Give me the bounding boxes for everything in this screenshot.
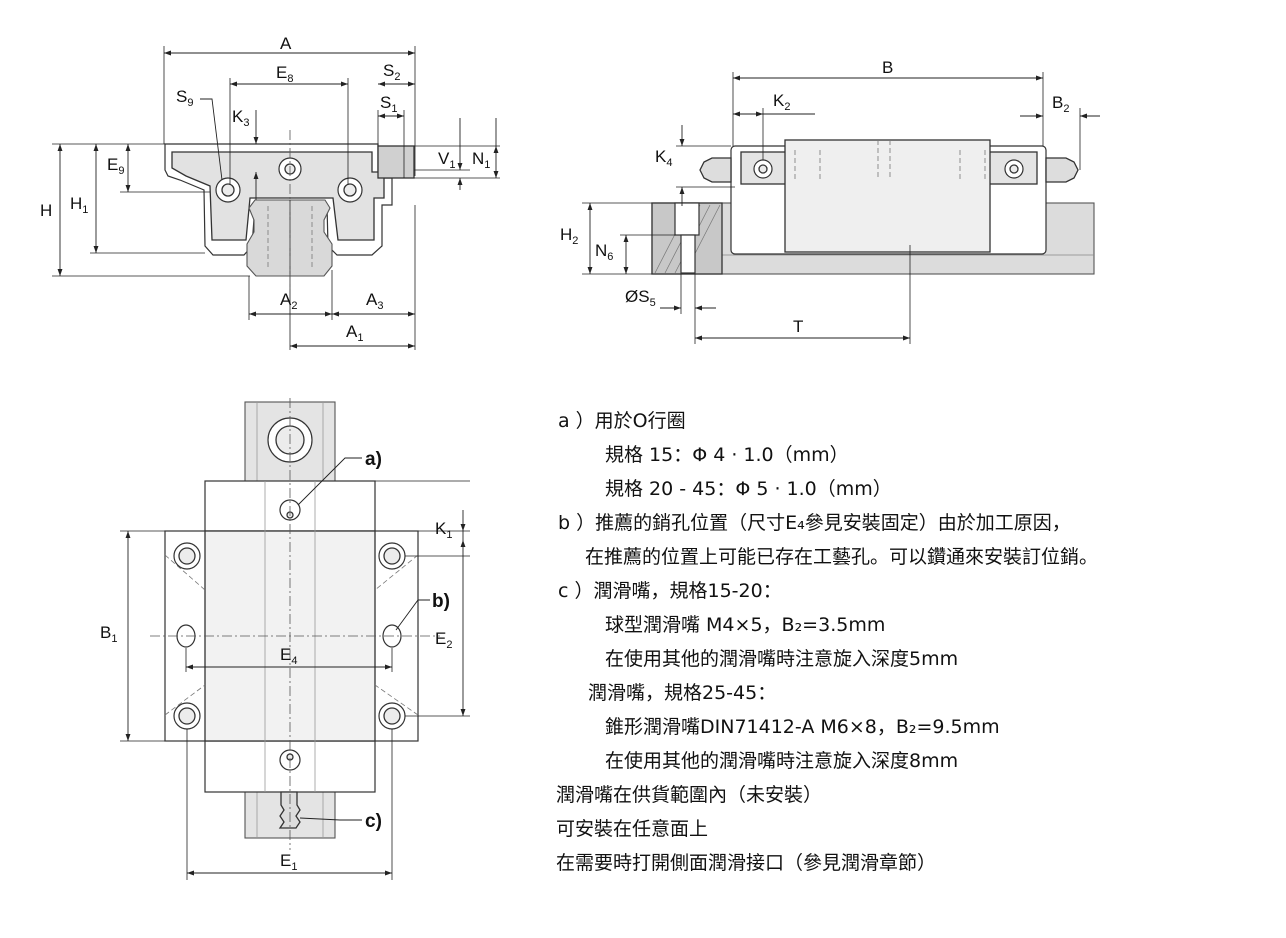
dim-T: T bbox=[793, 317, 803, 336]
dim-H: H bbox=[40, 201, 52, 220]
note-c-cone-nipple: 錐形潤滑嘴DIN71412-A M6×8，B₂=9.5mm bbox=[605, 716, 1000, 738]
note-side-port: 在需要時打開側面潤滑接口（參見潤滑章節） bbox=[556, 852, 937, 874]
dim-S1: S1 bbox=[380, 93, 397, 115]
dim-E1: E1 bbox=[280, 851, 297, 873]
note-c-size25-45: 潤滑嘴，規格25-45： bbox=[588, 682, 777, 704]
dim-E9: E9 bbox=[107, 155, 124, 177]
note-supply: 潤滑嘴在供貨範圍內（未安裝） bbox=[556, 784, 823, 806]
dim-N1: N1 bbox=[472, 149, 490, 171]
dim-H1: H1 bbox=[70, 194, 88, 216]
dim-K1: K1 bbox=[435, 519, 452, 541]
note-c-ball-nipple: 球型潤滑嘴 M4×5，B₂=3.5mm bbox=[605, 614, 886, 636]
dim-S9: S9 bbox=[176, 87, 193, 109]
dim-H2: H2 bbox=[560, 225, 578, 247]
note-b-title: b ）推薦的銷孔位置（尺寸E₄參見安裝固定）由於加工原因， bbox=[558, 512, 1071, 534]
note-a-title: a ）用於O行圈 bbox=[558, 410, 686, 432]
note-any-side: 可安裝在任意面上 bbox=[556, 818, 709, 840]
dim-N6: N6 bbox=[595, 241, 613, 263]
dim-B1: B1 bbox=[100, 623, 117, 645]
dim-B: B bbox=[882, 58, 893, 77]
callout-b: b) bbox=[432, 591, 450, 612]
dim-A3: A3 bbox=[366, 290, 383, 312]
note-b-detail: 在推薦的位置上可能已存在工藝孔。可以鑽通來安裝訂位銷。 bbox=[585, 546, 1099, 568]
dim-V1: V1 bbox=[438, 149, 455, 171]
dim-B2: B2 bbox=[1052, 93, 1069, 115]
front-view: A E8 S2 S1 S9 K3 E9 H1 H bbox=[40, 34, 500, 350]
dim-K3: K3 bbox=[232, 107, 249, 129]
side-view: B K2 B2 K4 H2 N6 ØS5 T bbox=[560, 58, 1100, 344]
dim-A1: A1 bbox=[346, 322, 363, 344]
dim-E4: E4 bbox=[280, 645, 297, 667]
dim-A2: A2 bbox=[280, 290, 297, 312]
dim-S5: ØS5 bbox=[625, 287, 656, 309]
top-view: K1 E2 B1 E4 E1 a) b) c) bbox=[100, 398, 470, 880]
note-c-title: c ）潤滑嘴，規格15-20： bbox=[558, 580, 782, 602]
note-c-depth8: 在使用其他的潤滑嘴時注意旋入深度8mm bbox=[605, 750, 959, 772]
dim-E8: E8 bbox=[276, 63, 293, 85]
dim-A: A bbox=[280, 34, 292, 53]
dim-K4: K4 bbox=[655, 147, 672, 169]
rail-front-profile bbox=[246, 199, 333, 277]
dim-S2: S2 bbox=[383, 61, 400, 83]
dim-E2: E2 bbox=[435, 629, 452, 651]
callout-c: c) bbox=[365, 811, 382, 832]
note-a-size15: 規格 15：Φ 4 · 1.0（mm） bbox=[605, 444, 849, 466]
note-c-depth5: 在使用其他的潤滑嘴時注意旋入深度5mm bbox=[605, 648, 959, 670]
note-a-size20-45: 規格 20 - 45：Φ 5 · 1.0（mm） bbox=[605, 478, 892, 500]
dim-K2: K2 bbox=[773, 91, 790, 113]
callout-a: a) bbox=[365, 449, 382, 470]
